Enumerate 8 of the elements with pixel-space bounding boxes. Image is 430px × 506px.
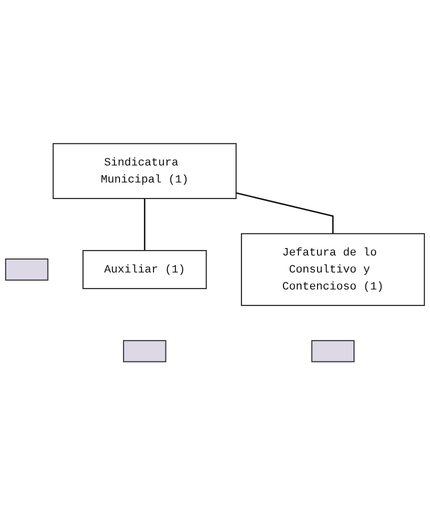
node-box: Sindicatura Municipal (1) bbox=[52, 143, 237, 200]
node-box: Jefatura de lo Consultivo y Contencioso (1) bbox=[240, 233, 425, 306]
node-box: Auxiliar (1) bbox=[82, 250, 207, 290]
connector bbox=[144, 198, 146, 251]
connector bbox=[236, 192, 334, 234]
node-bar bbox=[311, 340, 355, 363]
node-bar bbox=[5, 258, 48, 281]
node-bar bbox=[123, 340, 166, 363]
